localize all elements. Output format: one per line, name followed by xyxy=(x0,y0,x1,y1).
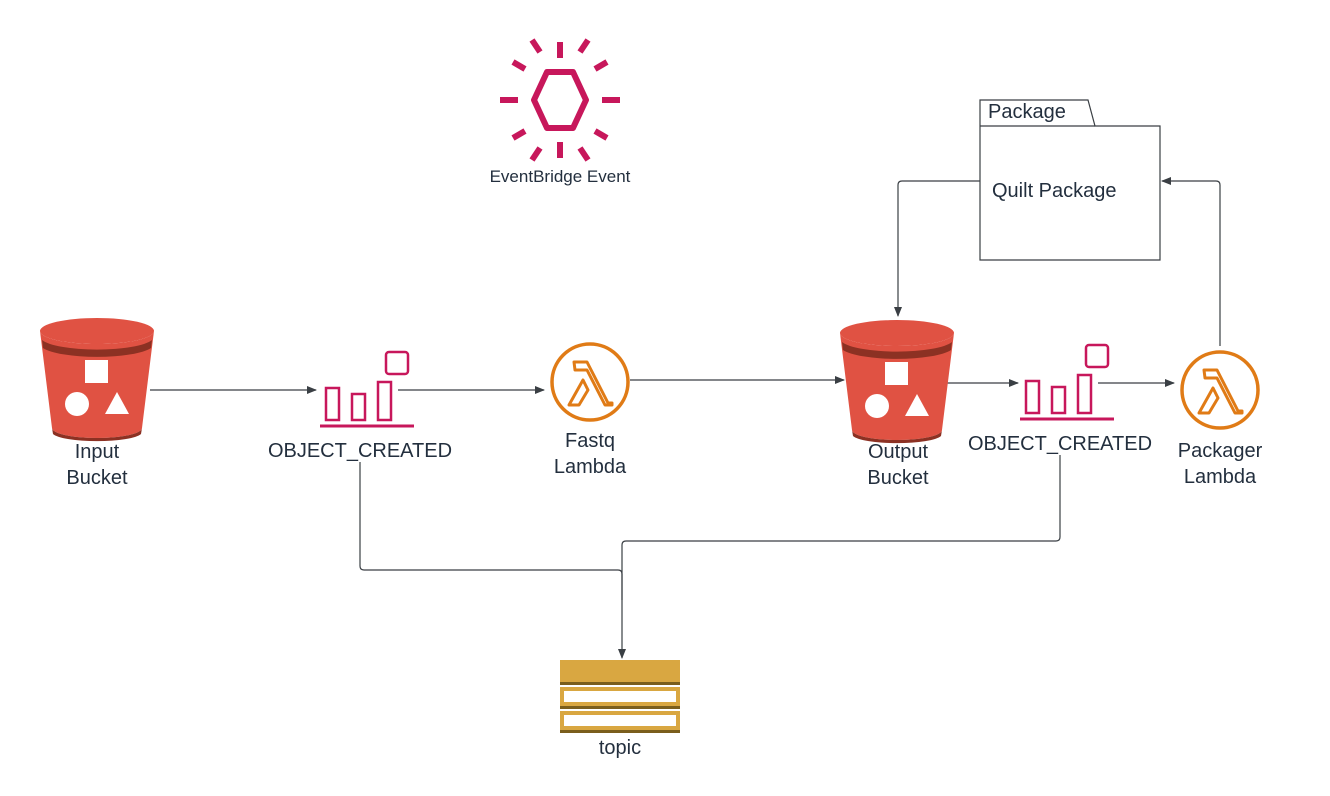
topic[interactable]: topic xyxy=(560,660,680,759)
topic-label: topic xyxy=(599,737,641,759)
lambda-icon xyxy=(550,342,630,422)
output-bucket[interactable]: Output Bucket xyxy=(840,320,954,489)
object-created-rule-1-label: OBJECT_CREATED xyxy=(268,440,452,462)
connector-rule1-to-topic xyxy=(359,462,626,659)
connector-package-to-output xyxy=(894,180,980,317)
object-created-rule-2[interactable]: OBJECT_CREATED xyxy=(968,343,1152,455)
eventbridge-event-icon xyxy=(500,38,620,162)
eventbridge-rule-icon xyxy=(1018,343,1116,421)
output-bucket-label-line2: Bucket xyxy=(867,467,929,489)
s3-bucket-icon xyxy=(840,320,954,444)
lambda-icon xyxy=(1180,350,1260,430)
object-created-rule-2-label: OBJECT_CREATED xyxy=(968,433,1152,455)
input-bucket-label-line1: Input xyxy=(75,441,120,463)
output-bucket-label-line1: Output xyxy=(868,441,928,463)
sns-topic-icon xyxy=(560,660,680,733)
connector-packager-to-package xyxy=(1161,177,1221,346)
connectors xyxy=(150,177,1221,659)
input-bucket[interactable]: Input Bucket xyxy=(40,318,154,489)
packager-lambda-label-line1: Packager xyxy=(1178,440,1263,462)
input-bucket-label-line2: Bucket xyxy=(66,467,128,489)
fastq-lambda[interactable]: Fastq Lambda xyxy=(550,342,630,478)
package-tab-label: Package xyxy=(988,101,1066,123)
object-created-rule-1[interactable]: OBJECT_CREATED xyxy=(268,350,452,462)
package-container[interactable]: Package Quilt Package xyxy=(979,99,1161,261)
fastq-lambda-label-line2: Lambda xyxy=(554,456,627,478)
s3-bucket-icon xyxy=(40,318,154,442)
package-folder-icon xyxy=(979,99,1161,261)
fastq-lambda-label-line1: Fastq xyxy=(565,430,615,452)
quilt-package-label: Quilt Package xyxy=(992,180,1117,202)
eventbridge-event-label: EventBridge Event xyxy=(490,167,631,186)
connector-rule2-to-topic xyxy=(621,455,1061,600)
packager-lambda[interactable]: Packager Lambda xyxy=(1178,350,1263,488)
packager-lambda-label-line2: Lambda xyxy=(1184,466,1257,488)
eventbridge-rule-icon xyxy=(318,350,416,428)
